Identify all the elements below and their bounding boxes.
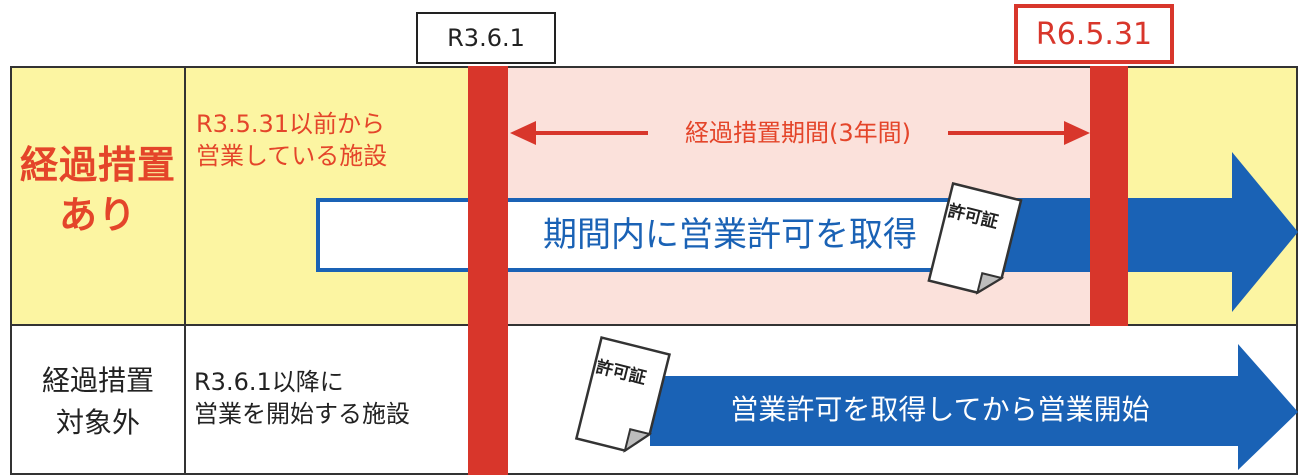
permit-document-icon: 許可証 [918,180,1028,300]
row2-header-line2: 対象外 [55,406,140,439]
row1-arrow-hollow [320,202,960,268]
end-date-box: R6.5.31 [1014,4,1174,64]
row2-arrow-label: 営業許可を取得してから営業開始 [730,393,1150,426]
row2-header: 経過措置 対象外 [14,360,182,444]
start-date-box: R3.6.1 [416,12,556,64]
row1-description-line1: R3.5.31以前から [196,110,386,138]
row1-description: R3.5.31以前から 営業している施設 [196,108,466,172]
row2-description-line2: 営業を開始する施設 [194,400,410,428]
end-date-label: R6.5.31 [1035,16,1153,52]
row2-header-line1: 経過措置 [41,364,154,397]
start-date-label: R3.6.1 [447,24,525,52]
row1-header-line2: あり [58,193,137,237]
row1-header-line1: 経過措置 [19,143,176,187]
row1-description-line2: 営業している施設 [196,142,388,170]
row1-header: 経過措置 あり [14,140,182,240]
transition-period-label: 経過措置期間(3年間) [648,116,948,150]
row2-description-line1: R3.6.1以降に [194,368,344,396]
row1-arrow-label: 期間内に営業許可を取得 [543,215,917,255]
row2-description: R3.6.1以降に 営業を開始する施設 [194,366,464,430]
end-date-bar [1090,66,1128,326]
permit-document-icon: 許可証 [566,334,676,458]
start-date-bar [468,66,508,475]
column-divider [184,66,186,475]
